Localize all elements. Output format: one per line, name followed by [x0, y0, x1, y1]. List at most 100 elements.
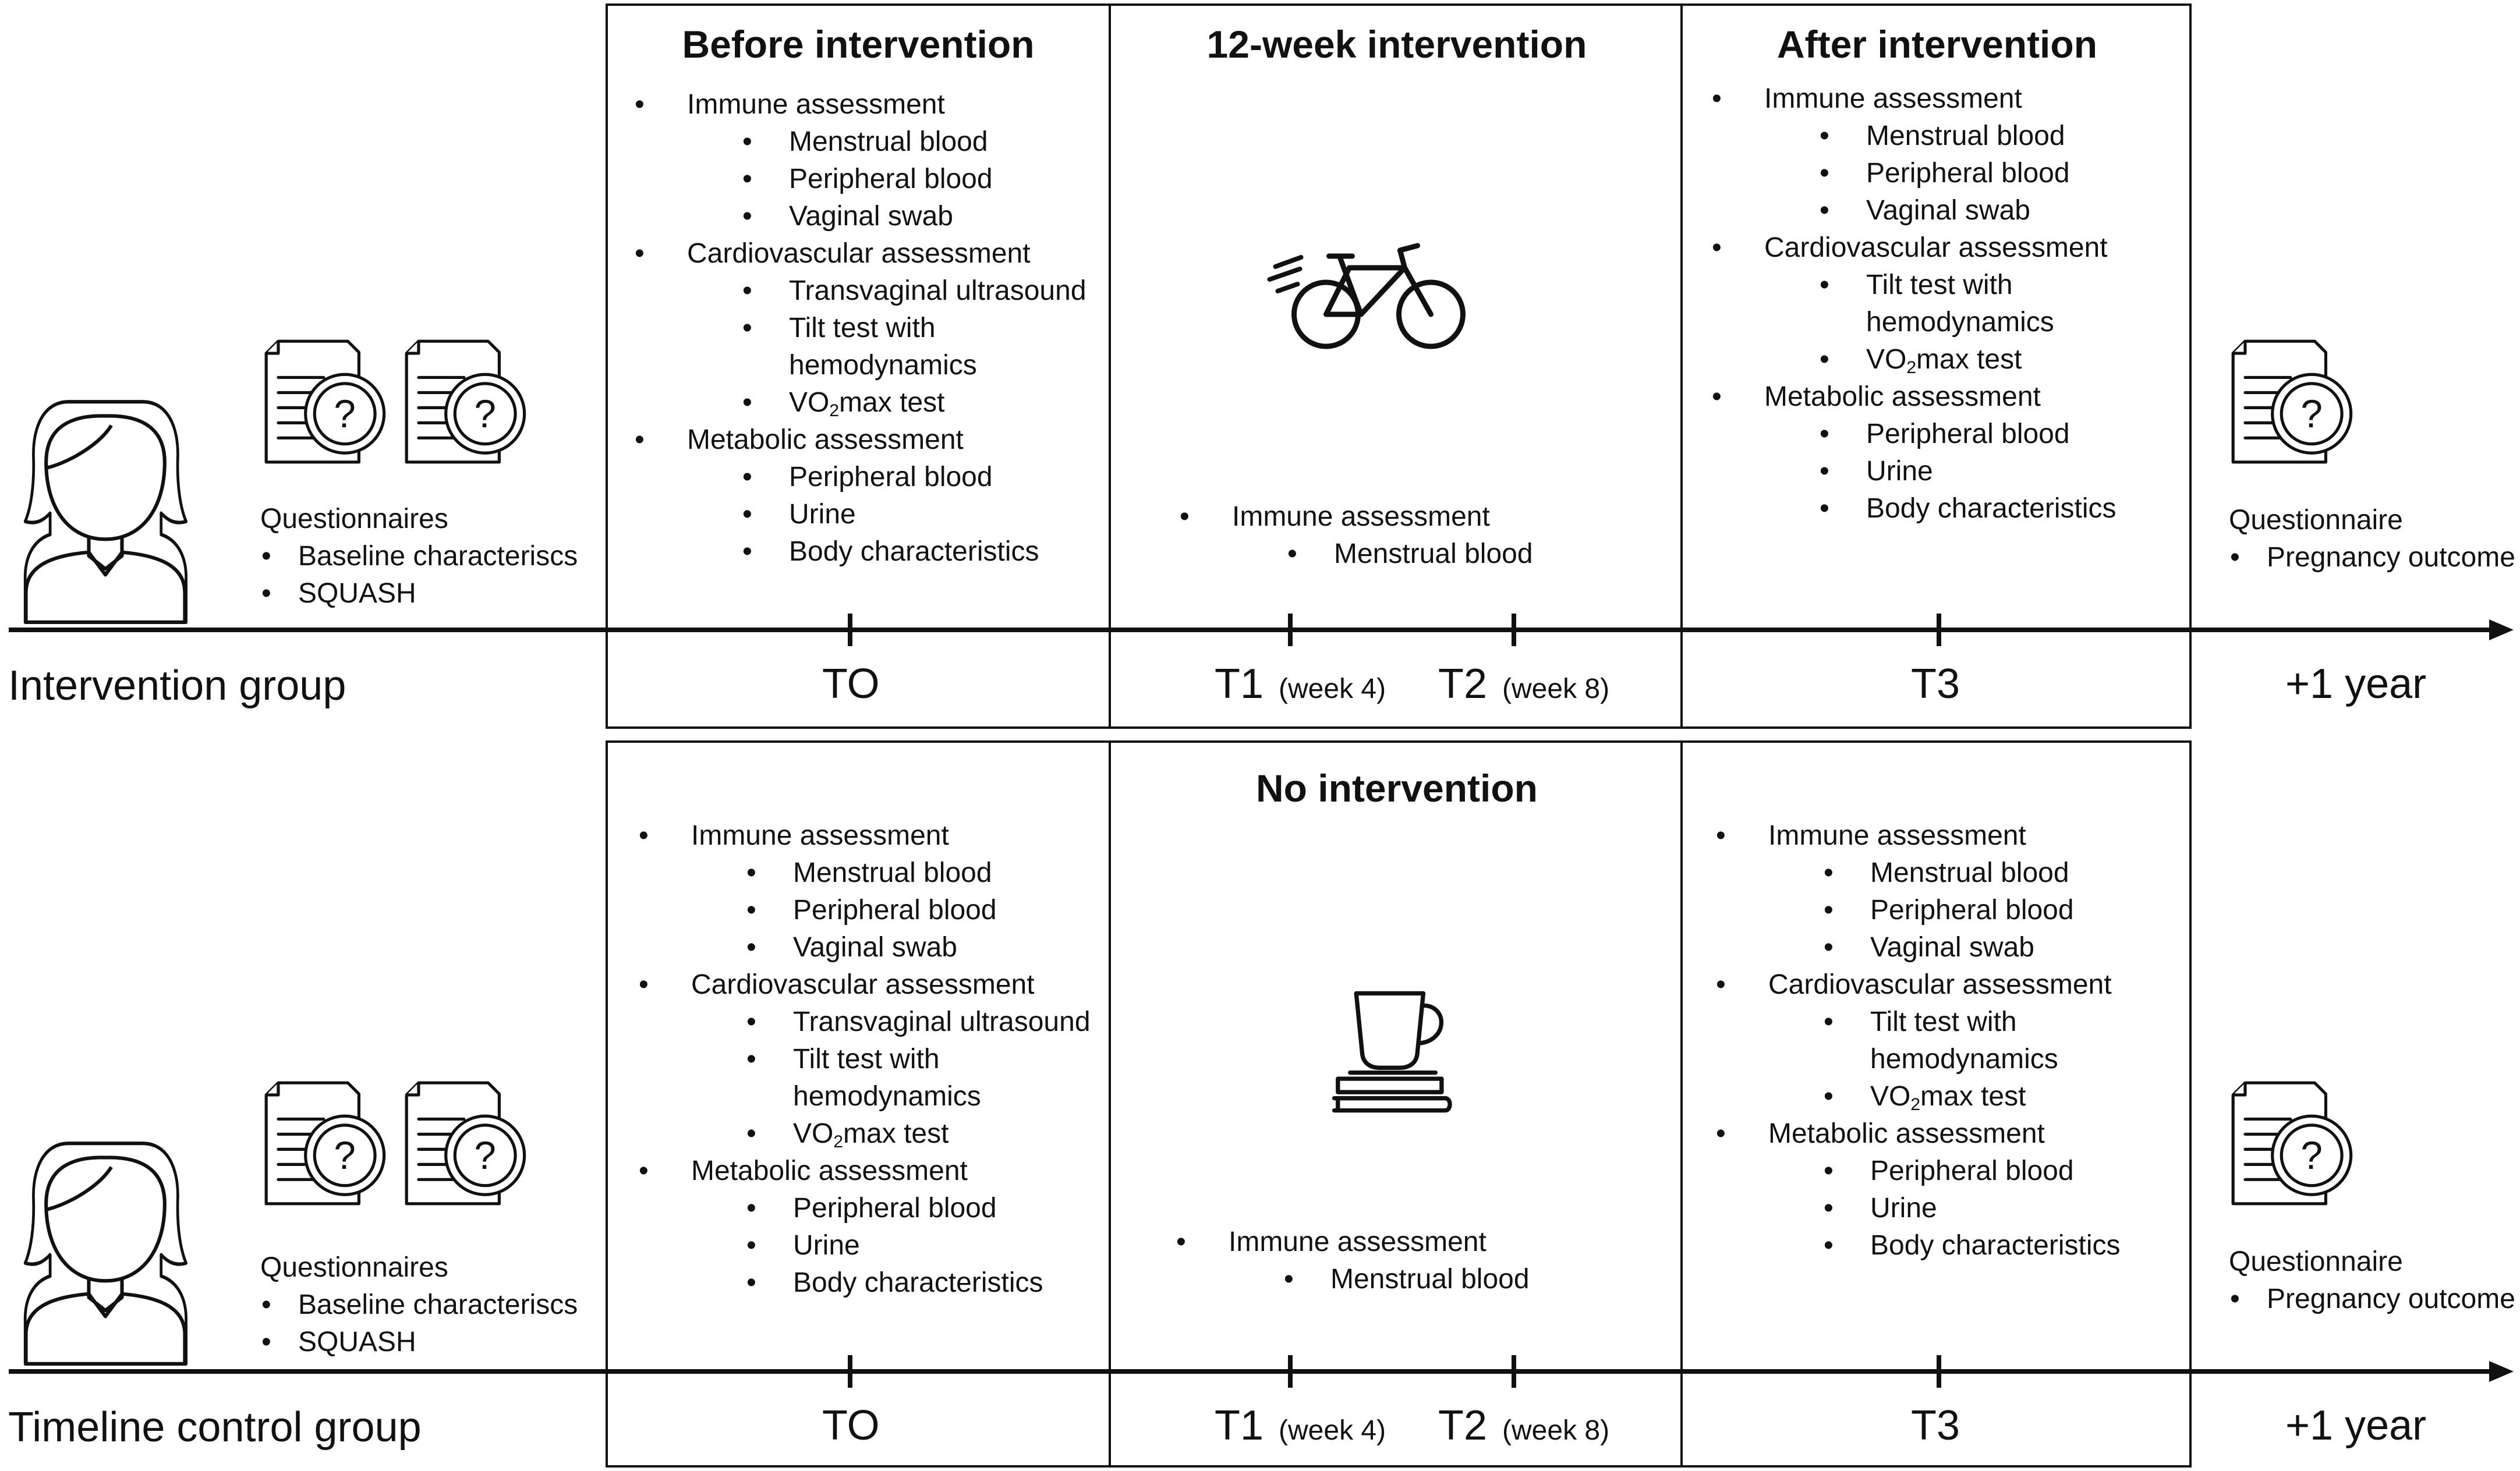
- timeline-axis: [9, 628, 2489, 632]
- phase-box-2: [1109, 3, 1683, 729]
- assessment-subitem: Body characteristics: [1704, 1227, 2121, 1264]
- phase-header: 12-week intervention: [1206, 23, 1587, 66]
- assessment-category: Immune assessment: [627, 817, 1091, 855]
- followup-questionnaire-title: Questionnaire: [2229, 505, 2403, 536]
- phase-header: After intervention: [1776, 23, 2098, 66]
- assessment-subitem: Vaginal swab: [1700, 192, 2116, 229]
- timepoint-label-week: (week 8): [1502, 674, 1610, 704]
- svg-text:?: ?: [474, 1134, 496, 1178]
- assessment-subitem: Peripheral blood: [623, 161, 1086, 198]
- questionnaire-document-icon: ?: [2231, 1081, 2353, 1206]
- svg-text:?: ?: [2300, 392, 2323, 436]
- timepoint-label-main: T2: [1438, 661, 1488, 707]
- assessment-subitem: Body characteristics: [627, 1264, 1091, 1302]
- assessment-subitem: Menstrual blood: [1168, 536, 1533, 573]
- assessment-category: Immune assessment: [623, 86, 1086, 123]
- assessment-category: Immune assessment: [1700, 80, 2116, 118]
- timepoint-tick: [1512, 614, 1516, 646]
- questionnaire-item: Baseline characteriscs: [260, 1286, 578, 1324]
- svg-text:?: ?: [474, 392, 496, 436]
- assessment-category: Cardiovascular assessment: [627, 966, 1091, 1004]
- timepoint-label: TO: [822, 660, 880, 708]
- assessment-list: Immune assessmentMenstrual bloodPeripher…: [627, 817, 1091, 1302]
- assessment-subitem: Vaginal swab: [623, 198, 1086, 235]
- followup-questionnaire-title: Questionnaire: [2229, 1246, 2403, 1277]
- phase-box-3: [1680, 740, 2192, 1468]
- assessment-subitem: Body characteristics: [1700, 490, 2116, 527]
- assessment-subitem-continued: hemodynamics: [789, 350, 977, 381]
- questionnaire-document-icon: ?: [264, 1081, 386, 1206]
- timepoint-label: T2 (week 8): [1438, 660, 1609, 708]
- person-icon: [23, 1142, 187, 1366]
- assessment-subitem: Menstrual blood: [1165, 1261, 1530, 1298]
- questionnaires-list: QuestionnairesBaseline characteriscsSQUA…: [260, 1249, 578, 1361]
- assessment-subitem: Urine: [1700, 453, 2116, 490]
- timepoint-label-week: (week 4): [1279, 674, 1386, 704]
- svg-text:?: ?: [2300, 1134, 2323, 1178]
- assessment-subitem-continued: hemodynamics: [1866, 307, 2054, 338]
- assessment-subitem: Transvaginal ultrasound: [627, 1004, 1091, 1041]
- timepoint-label-main: T1: [1215, 661, 1264, 707]
- questionnaire-document-icon: ?: [405, 339, 526, 464]
- assessment-subitem: Body characteristics: [623, 533, 1086, 570]
- assessment-category: Cardiovascular assessment: [623, 235, 1086, 272]
- assessment-subitem: Peripheral blood: [1704, 892, 2121, 929]
- assessment-category: Metabolic assessment: [623, 421, 1086, 459]
- timepoint-label: T1(week 4): [1215, 1402, 1386, 1449]
- timeline-arrowhead: [2489, 1361, 2514, 1382]
- assessment-subitem: Menstrual blood: [627, 855, 1091, 892]
- assessment-subitem: Tilt test with: [623, 310, 1086, 347]
- svg-text:?: ?: [334, 392, 356, 436]
- questionnaires-title: Questionnaires: [260, 1252, 448, 1283]
- assessment-list: Immune assessmentMenstrual blood: [1168, 498, 1533, 573]
- timepoint-label: T3: [1911, 1402, 1960, 1449]
- assessment-category: Metabolic assessment: [1704, 1115, 2121, 1153]
- assessment-category: Cardiovascular assessment: [1700, 229, 2116, 267]
- assessment-category: Immune assessment: [1704, 817, 2121, 855]
- assessment-category: Metabolic assessment: [1700, 378, 2116, 416]
- timeline-arrowhead: [2489, 619, 2514, 640]
- assessment-subitem: VO2max test: [627, 1115, 1091, 1153]
- assessment-subitem: VO2max test: [623, 384, 1086, 421]
- assessment-subitem: Peripheral blood: [1704, 1153, 2121, 1190]
- questionnaires-list: QuestionnairesBaseline characteriscsSQUA…: [260, 501, 578, 612]
- questionnaire-document-icon: ?: [264, 339, 386, 464]
- assessment-subitem: Peripheral blood: [623, 459, 1086, 496]
- svg-text:?: ?: [334, 1134, 356, 1178]
- timepoint-label-week: (week 8): [1502, 1415, 1610, 1446]
- timepoint-label: TO: [822, 1402, 880, 1449]
- timepoint-tick: [848, 1355, 852, 1388]
- questionnaire-document-icon: ?: [2231, 339, 2353, 464]
- timepoint-label-week: (week 4): [1279, 1415, 1386, 1446]
- timepoint-tick: [1937, 614, 1941, 646]
- timepoint-tick: [1512, 1355, 1516, 1388]
- bicycle-icon: [1267, 243, 1466, 349]
- questionnaire-item: SQUASH: [260, 1324, 578, 1361]
- assessment-subitem: VO2max test: [1704, 1078, 2121, 1115]
- assessment-list: Immune assessmentMenstrual blood: [1165, 1224, 1530, 1298]
- assessment-subitem: Transvaginal ultrasound: [623, 272, 1086, 310]
- assessment-subitem: Urine: [623, 496, 1086, 533]
- timepoint-label-main: T3: [1911, 661, 1960, 707]
- assessment-subitem: Urine: [627, 1227, 1091, 1264]
- timepoint-tick: [1288, 1355, 1293, 1388]
- questionnaire-document-icon: ?: [405, 1081, 526, 1206]
- assessment-list: Immune assessmentMenstrual bloodPeripher…: [1700, 80, 2116, 527]
- followup-label: +1 year: [2285, 661, 2427, 707]
- timeline-axis: [9, 1369, 2489, 1374]
- timepoint-label: T3: [1911, 660, 1960, 708]
- group-label: Intervention group: [8, 662, 346, 709]
- assessment-category: Metabolic assessment: [627, 1153, 1091, 1190]
- assessment-subitem: Urine: [1704, 1190, 2121, 1227]
- assessment-list: Immune assessmentMenstrual bloodPeripher…: [1704, 817, 2121, 1264]
- timepoint-tick: [1288, 614, 1293, 646]
- assessment-subitem: Tilt test with: [627, 1041, 1091, 1078]
- timepoint-label-main: TO: [822, 661, 880, 707]
- questionnaire-item: Baseline characteriscs: [260, 538, 578, 575]
- timepoint-label-main: TO: [822, 1402, 880, 1449]
- assessment-subitem: Peripheral blood: [627, 1190, 1091, 1227]
- phase-box-3: [1680, 3, 2192, 729]
- phase-header: Before intervention: [682, 23, 1035, 66]
- questionnaires-title: Questionnaires: [260, 504, 448, 534]
- assessment-subitem-continued: hemodynamics: [1870, 1044, 2058, 1075]
